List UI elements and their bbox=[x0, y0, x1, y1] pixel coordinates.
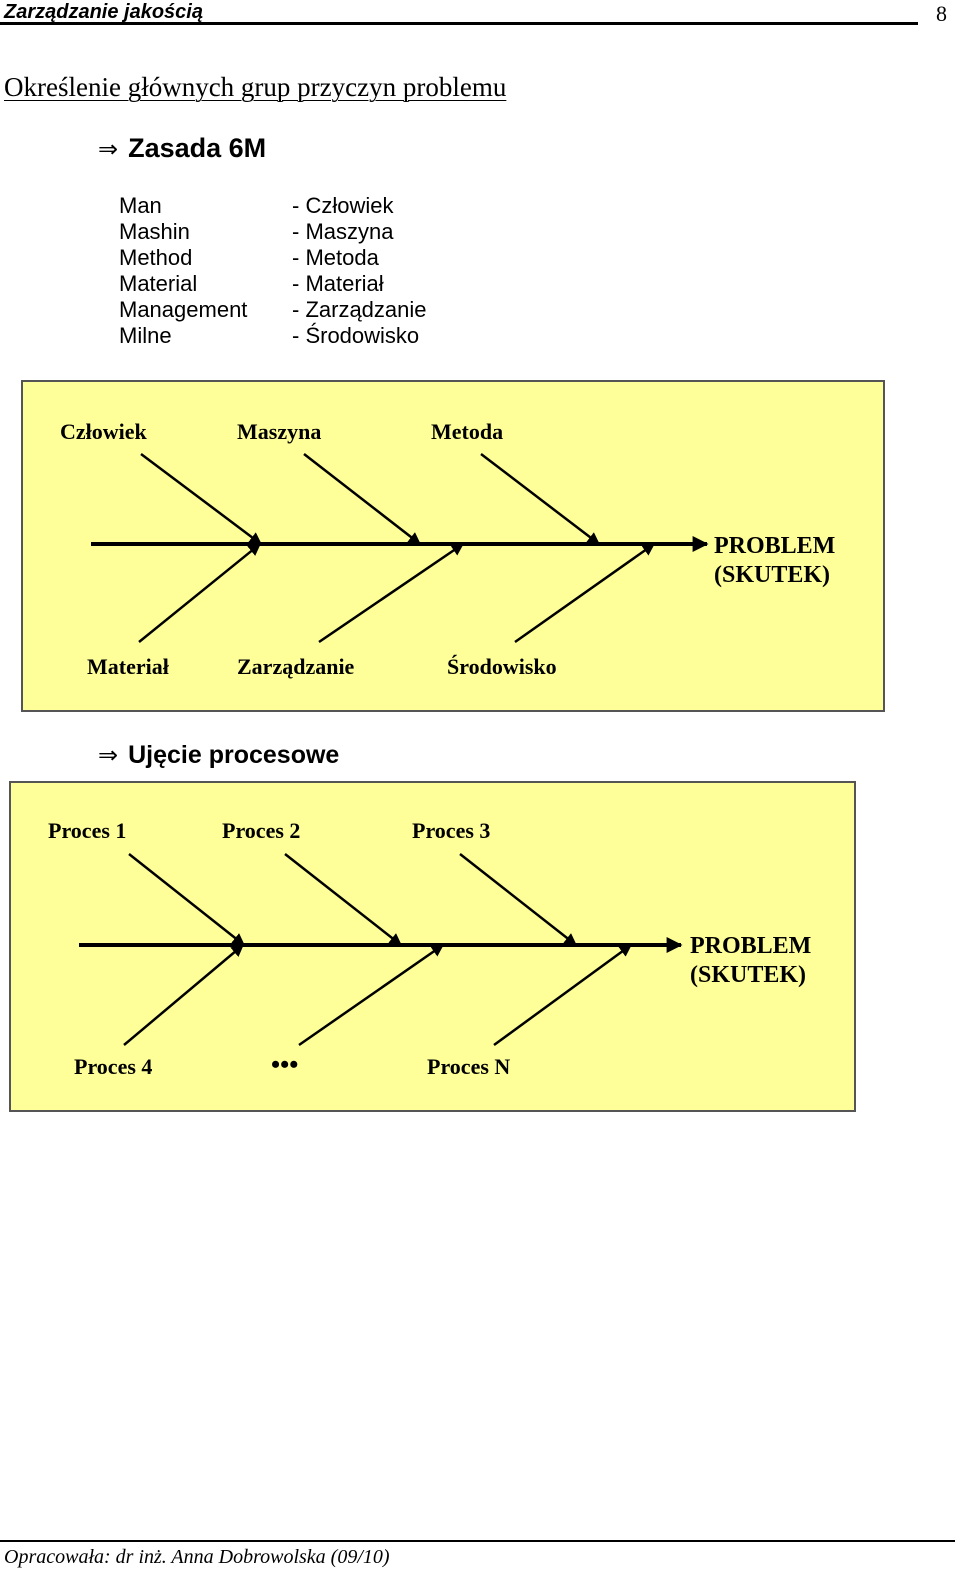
list-item: - Maszyna bbox=[292, 219, 394, 244]
list-item: Management bbox=[119, 297, 248, 322]
effect-label-skutek: (SKUTEK) bbox=[690, 962, 807, 988]
bone-metoda bbox=[480, 453, 600, 545]
list-item: Man bbox=[119, 193, 162, 218]
list-item: - Materiał bbox=[292, 271, 384, 296]
process-heading: Ujęcie procesowe bbox=[128, 741, 340, 769]
header-divider bbox=[0, 22, 918, 25]
cause-label-material: Materiał bbox=[87, 654, 169, 679]
footer-author: Opracowała: dr inż. Anna Dobrowolska (09… bbox=[4, 1546, 390, 1568]
bone-proces-1 bbox=[128, 853, 245, 946]
fishbone-lines bbox=[79, 853, 683, 1047]
bone-ellipsis bbox=[298, 943, 445, 1047]
cause-label-proces-n: Proces N bbox=[427, 1054, 511, 1079]
rule-6m-heading-row: ⇒ Zasada 6M bbox=[98, 133, 266, 164]
rule-6m-polish-list: - Człowiek - Maszyna - Metoda - Materiał… bbox=[292, 193, 427, 349]
document-header-title: Zarządzanie jakością bbox=[4, 1, 203, 23]
cause-label-zarzadzanie: Zarządzanie bbox=[237, 654, 355, 679]
double-right-arrow-icon: ⇒ bbox=[98, 741, 119, 769]
list-item: - Metoda bbox=[292, 245, 379, 270]
cause-label-proces-3: Proces 3 bbox=[412, 818, 491, 843]
bone-maszyna bbox=[303, 453, 421, 545]
double-right-arrow-icon: ⇒ bbox=[98, 135, 119, 163]
fishbone-lines bbox=[91, 453, 709, 644]
rule-6m-heading: Zasada 6M bbox=[128, 133, 267, 163]
effect-label-problem: PROBLEM bbox=[714, 533, 836, 559]
list-item: - Człowiek bbox=[292, 193, 394, 218]
rule-6m-english-list: Man Mashin Method Material Management Mi… bbox=[119, 193, 247, 349]
list-item: Method bbox=[119, 245, 193, 270]
cause-label-metoda: Metoda bbox=[431, 419, 504, 444]
cause-label-ellipsis: ••• bbox=[271, 1050, 299, 1079]
footer-divider bbox=[0, 1540, 955, 1542]
bone-czlowiek bbox=[140, 453, 262, 545]
page-number: 8 bbox=[936, 1, 947, 26]
effect-label-problem: PROBLEM bbox=[690, 933, 812, 959]
bone-zarzadzanie bbox=[318, 542, 465, 644]
process-heading-row: ⇒ Ujęcie procesowe bbox=[98, 740, 339, 770]
section-title: Określenie głównych grup przyczyn proble… bbox=[4, 72, 507, 102]
fishbone-diagram-process: Proces 1 Proces 2 Proces 3 Proces 4 ••• … bbox=[9, 781, 856, 1112]
list-item: Milne bbox=[119, 323, 172, 348]
bone-proces-2 bbox=[284, 853, 402, 946]
cause-label-proces-2: Proces 2 bbox=[222, 818, 301, 843]
list-item: Material bbox=[119, 271, 198, 296]
bone-proces-3 bbox=[459, 853, 577, 946]
list-item: Mashin bbox=[119, 219, 190, 244]
bone-material bbox=[138, 543, 261, 643]
bone-proces-n bbox=[493, 943, 633, 1047]
cause-label-maszyna: Maszyna bbox=[237, 419, 322, 444]
cause-label-srodowisko: Środowisko bbox=[447, 654, 557, 679]
bone-proces-4 bbox=[123, 944, 244, 1046]
list-item: - Środowisko bbox=[292, 323, 420, 348]
cause-label-proces-1: Proces 1 bbox=[48, 818, 127, 843]
list-item: - Zarządzanie bbox=[292, 297, 427, 322]
cause-label-proces-4: Proces 4 bbox=[74, 1054, 153, 1079]
fishbone-diagram-6m: Człowiek Maszyna Metoda Materiał Zarządz… bbox=[21, 380, 885, 712]
cause-label-czlowiek: Człowiek bbox=[60, 419, 147, 444]
effect-label-skutek: (SKUTEK) bbox=[714, 562, 831, 588]
bone-srodowisko bbox=[514, 542, 656, 644]
